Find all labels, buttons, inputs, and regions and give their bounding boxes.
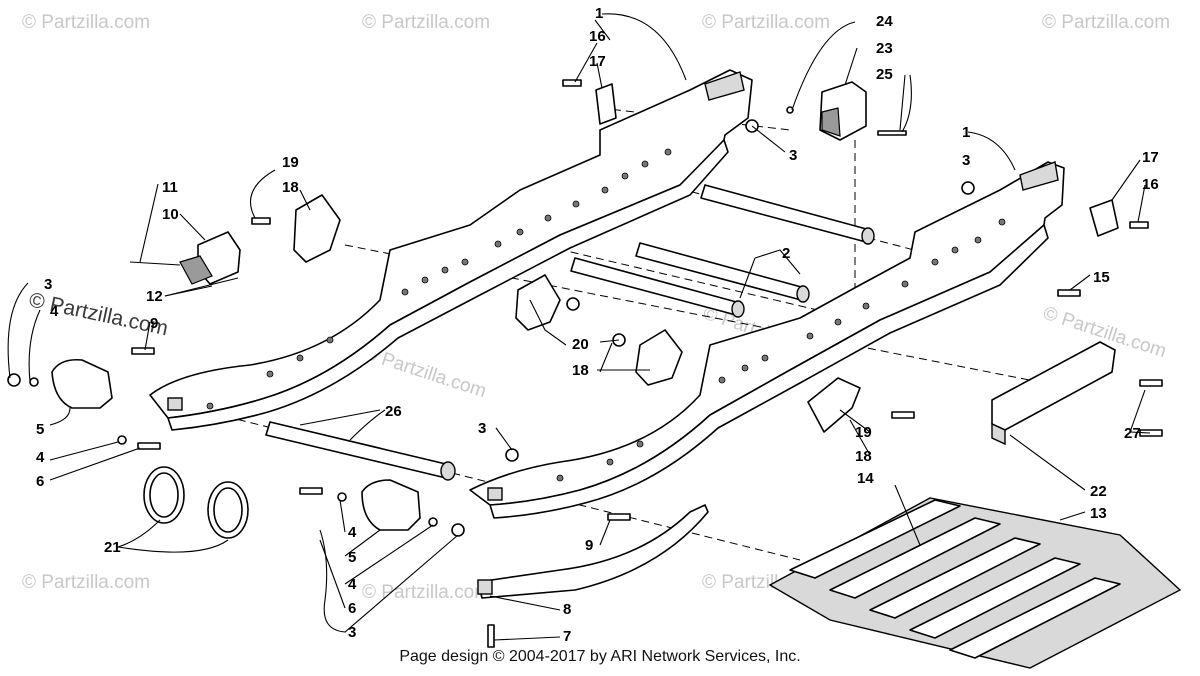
callout-label: 10 xyxy=(162,206,179,223)
callout-label: 24 xyxy=(876,13,893,30)
track xyxy=(768,497,1182,669)
callout-label: 1 xyxy=(595,5,603,22)
switch-assembly xyxy=(129,231,241,285)
fasteners xyxy=(7,79,1163,648)
callout-label: 23 xyxy=(876,40,893,57)
callout-label: 19 xyxy=(855,424,872,441)
callout-label: 3 xyxy=(789,147,797,164)
callout-label: 20 xyxy=(572,336,589,353)
callout-label: 14 xyxy=(857,470,874,487)
callout-label: 3 xyxy=(348,624,356,641)
callout-label: 1 xyxy=(962,124,970,141)
callout-label: 22 xyxy=(1090,483,1107,500)
watermark: © Partzilla.com xyxy=(362,582,490,603)
wear-strip xyxy=(477,504,709,599)
callout-label: 16 xyxy=(589,28,606,45)
callout-label: 4 xyxy=(348,524,357,541)
callout-label: 17 xyxy=(589,53,606,70)
callout-label: 19 xyxy=(282,154,299,171)
callout-label: 2 xyxy=(782,245,790,262)
spacer xyxy=(361,479,421,531)
cross-shafts xyxy=(265,184,875,481)
callout-label: 7 xyxy=(563,628,571,645)
hose-clamps xyxy=(143,466,249,539)
watermark: © Partzilla.com xyxy=(1042,12,1170,33)
callout-label: 9 xyxy=(585,537,593,554)
callout-label: 15 xyxy=(1093,269,1110,286)
callout-label: 25 xyxy=(876,66,893,83)
watermark: © Partzilla.com xyxy=(362,12,490,33)
callout-label: 26 xyxy=(385,403,402,420)
callout-label: 18 xyxy=(855,448,872,465)
callout-label: 18 xyxy=(282,179,299,196)
callout-label: 6 xyxy=(36,473,44,490)
left-slide-rail xyxy=(149,69,753,431)
callout-label: 8 xyxy=(563,601,571,618)
copyright-footer: Page design © 2004-2017 by ARI Network S… xyxy=(399,648,801,665)
limiter-bracket xyxy=(991,341,1116,446)
leader-lines xyxy=(7,13,1151,641)
watermark: © Partzilla.com xyxy=(22,12,150,33)
mount-bracket xyxy=(293,194,341,263)
callout-label: 16 xyxy=(1142,176,1159,193)
callout-label: 4 xyxy=(348,576,357,593)
callout-label: 9 xyxy=(150,315,158,332)
wear-strip-end xyxy=(477,579,493,595)
pivot-block xyxy=(819,81,867,141)
callout-labels: 1 16 17 24 23 25 3 1 3 17 16 2 15 19 18 … xyxy=(36,5,1159,645)
mount-bracket xyxy=(807,377,861,433)
spacer xyxy=(51,358,113,409)
right-slide-rail xyxy=(469,161,1065,519)
callout-label: 3 xyxy=(478,420,486,437)
callout-label: 5 xyxy=(348,549,356,566)
rail-holes xyxy=(556,218,1006,482)
callout-label: 21 xyxy=(104,539,121,556)
callout-label: 5 xyxy=(36,421,44,438)
callout-label: 4 xyxy=(50,303,59,320)
callout-label: 17 xyxy=(1142,149,1159,166)
callout-label: 3 xyxy=(962,152,970,169)
mount-bracket xyxy=(515,274,561,331)
rail-holes xyxy=(206,148,672,410)
small-bracket xyxy=(1089,199,1119,237)
watermark: © Partzilla.com xyxy=(22,572,150,593)
callout-label: 3 xyxy=(44,276,52,293)
mount-bracket xyxy=(635,329,683,386)
watermark: © Partzilla.com xyxy=(702,12,830,33)
callout-label: 18 xyxy=(572,362,589,379)
callout-label: 27 xyxy=(1124,425,1141,442)
rail-end-block xyxy=(487,487,503,501)
rail-end-block xyxy=(167,397,183,411)
small-bracket xyxy=(595,83,617,125)
callout-label: 12 xyxy=(146,288,163,305)
callout-label: 6 xyxy=(348,600,356,617)
callout-label: 11 xyxy=(162,179,178,196)
callout-label: 4 xyxy=(36,449,45,466)
callout-label: 13 xyxy=(1090,505,1107,522)
